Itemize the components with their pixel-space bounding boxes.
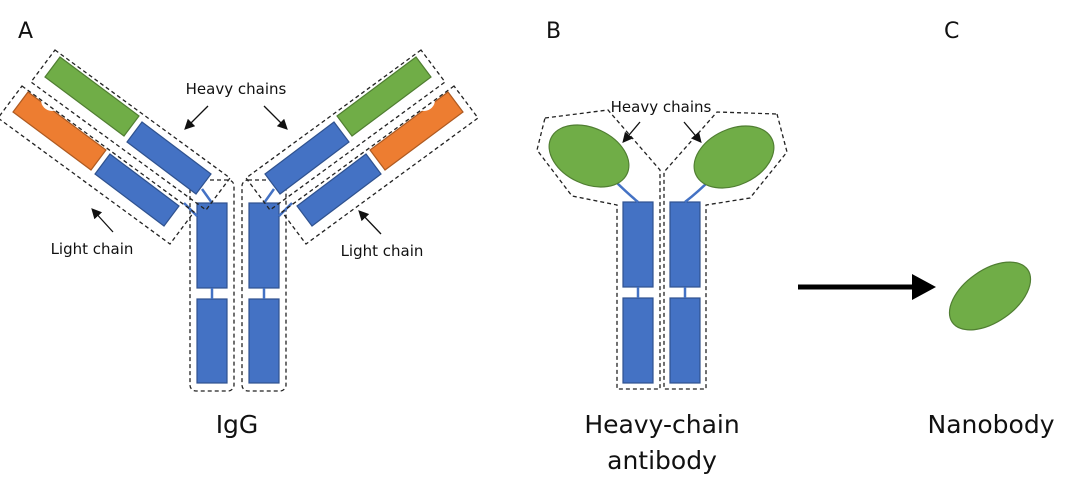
panel-letter-b: B [546,19,561,44]
heavy-constant-domain [126,121,212,195]
igg-constant-domain [196,202,228,289]
panel-letter-a: A [18,19,33,44]
igg-stem-left [189,179,235,392]
vhh-domain [548,124,630,188]
pointer-arrow [91,208,114,233]
pointer-arrow [683,121,702,143]
panel-igg: A [0,19,479,439]
pointer-arrow [358,210,382,235]
hinge-link [278,202,293,217]
pointer-arrow [263,105,288,130]
heavy-chains-label: Heavy chains [611,98,712,116]
igg-constant-domain [248,202,280,289]
light-chain-label-left: Light chain [51,240,134,258]
hinge-link [262,188,276,204]
antigen-binding-notch [413,89,435,111]
heavy-chain-outline [30,49,231,211]
heavy-chain-outline [241,179,287,392]
hcab-constant-domain [669,201,701,288]
hcab-caption-line2: antibody [607,446,717,475]
heavy-chain-outline [189,179,235,392]
hinge-link [183,202,198,217]
pointer-arrow [622,121,641,143]
light-constant-domain [296,153,382,227]
igg-constant-domain [248,298,280,384]
panel-letter-c: C [944,19,959,44]
heavy-variable-domain [336,56,432,137]
derivation-arrow [798,274,936,300]
igg-fab-left [0,49,231,245]
igg-constant-domain [196,298,228,384]
heavy-chain-outline [245,49,446,211]
igg-stem-right [241,179,287,392]
arrow-head [912,274,936,300]
hinge-link [200,188,214,204]
igg-caption: IgG [216,410,259,439]
light-chain-outline [0,85,195,245]
heavy-chains-label: Heavy chains [186,80,287,98]
hcab-chain-right [663,111,788,390]
panel-nanobody: C Nanobody [928,19,1055,439]
light-chain-label-right: Light chain [341,242,424,260]
hcab-constant-domain [622,297,654,384]
heavy-chain-outline [536,109,661,390]
hcab-caption-line1: Heavy-chain [584,410,739,439]
nanobody-domain [948,261,1032,331]
panel-heavy-chain-antibody: B Heavy chains Heavy-chain antibody [536,19,788,475]
heavy-variable-domain [44,56,140,137]
light-constant-domain [94,153,180,227]
vhh-domain [693,125,775,189]
pointer-arrow [184,105,209,130]
igg-fab-right [245,49,479,245]
nanobody-caption: Nanobody [928,410,1055,439]
light-variable-domain [12,91,107,171]
antigen-binding-notch [41,89,63,111]
hcab-chain-left [536,109,661,390]
heavy-constant-domain [264,121,350,195]
light-chain-outline [281,85,479,245]
light-variable-domain [369,91,464,171]
hcab-constant-domain [669,297,701,384]
hcab-constant-domain [622,201,654,288]
